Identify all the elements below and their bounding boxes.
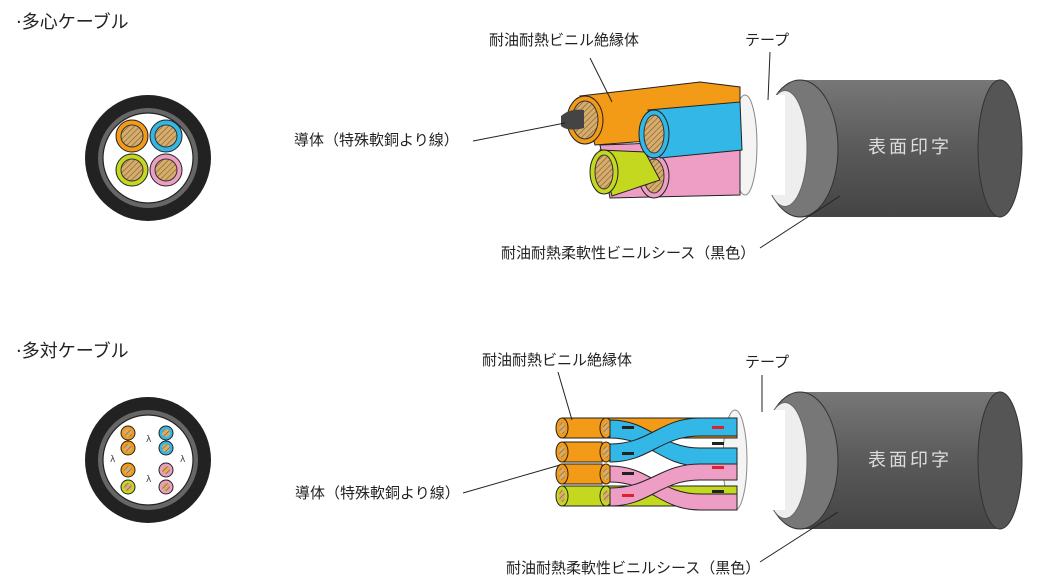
- svg-text:λ: λ: [146, 475, 152, 485]
- sheath-label: 耐油耐熱柔軟性ビニルシース（黒色）: [506, 559, 760, 577]
- tape-label: テープ: [745, 353, 789, 371]
- svg-text:λ: λ: [180, 455, 186, 465]
- insulation-label: 耐油耐熱ビニル絶縁体: [482, 351, 632, 369]
- multipair-wires: [555, 417, 738, 511]
- surface-printing-label: 表面印字: [868, 137, 952, 158]
- insulation-label: 耐油耐熱ビニル絶縁体: [489, 31, 639, 49]
- multipair-callouts: 耐油耐熱ビニル絶縁体 テープ 導体（特殊軟銅より線） 耐油耐熱柔軟性ビニルシース…: [295, 351, 839, 577]
- multipair-cross-section: λ λ λ λ: [85, 397, 211, 523]
- section-multipair: ·多対ケーブル λ λ λ λ 表面印字: [16, 340, 1023, 577]
- tape-label: テープ: [745, 31, 789, 49]
- surface-printing-label: 表面印字: [868, 450, 952, 471]
- section-title: ·多心ケーブル: [16, 11, 129, 33]
- multicore-cross-section: [85, 95, 211, 221]
- conductor-label: 導体（特殊軟銅より線）: [294, 131, 459, 149]
- svg-text:λ: λ: [146, 435, 152, 445]
- sheath-label: 耐油耐熱柔軟性ビニルシース（黒色）: [501, 244, 755, 262]
- section-multicore: ·多心ケーブル 表面印字: [16, 11, 1023, 262]
- multipair-sheath: 表面印字: [722, 391, 1023, 530]
- conductor-label: 導体（特殊軟銅より線）: [295, 484, 460, 502]
- svg-text:λ: λ: [110, 455, 116, 465]
- multicore-wires: [561, 81, 743, 199]
- section-title: ·多対ケーブル: [16, 340, 129, 362]
- multicore-callouts: 耐油耐熱ビニル絶縁体 テープ 導体（特殊軟銅より線） 耐油耐熱柔軟性ビニルシース…: [294, 31, 841, 262]
- multicore-sheath: 表面印字: [732, 79, 1023, 218]
